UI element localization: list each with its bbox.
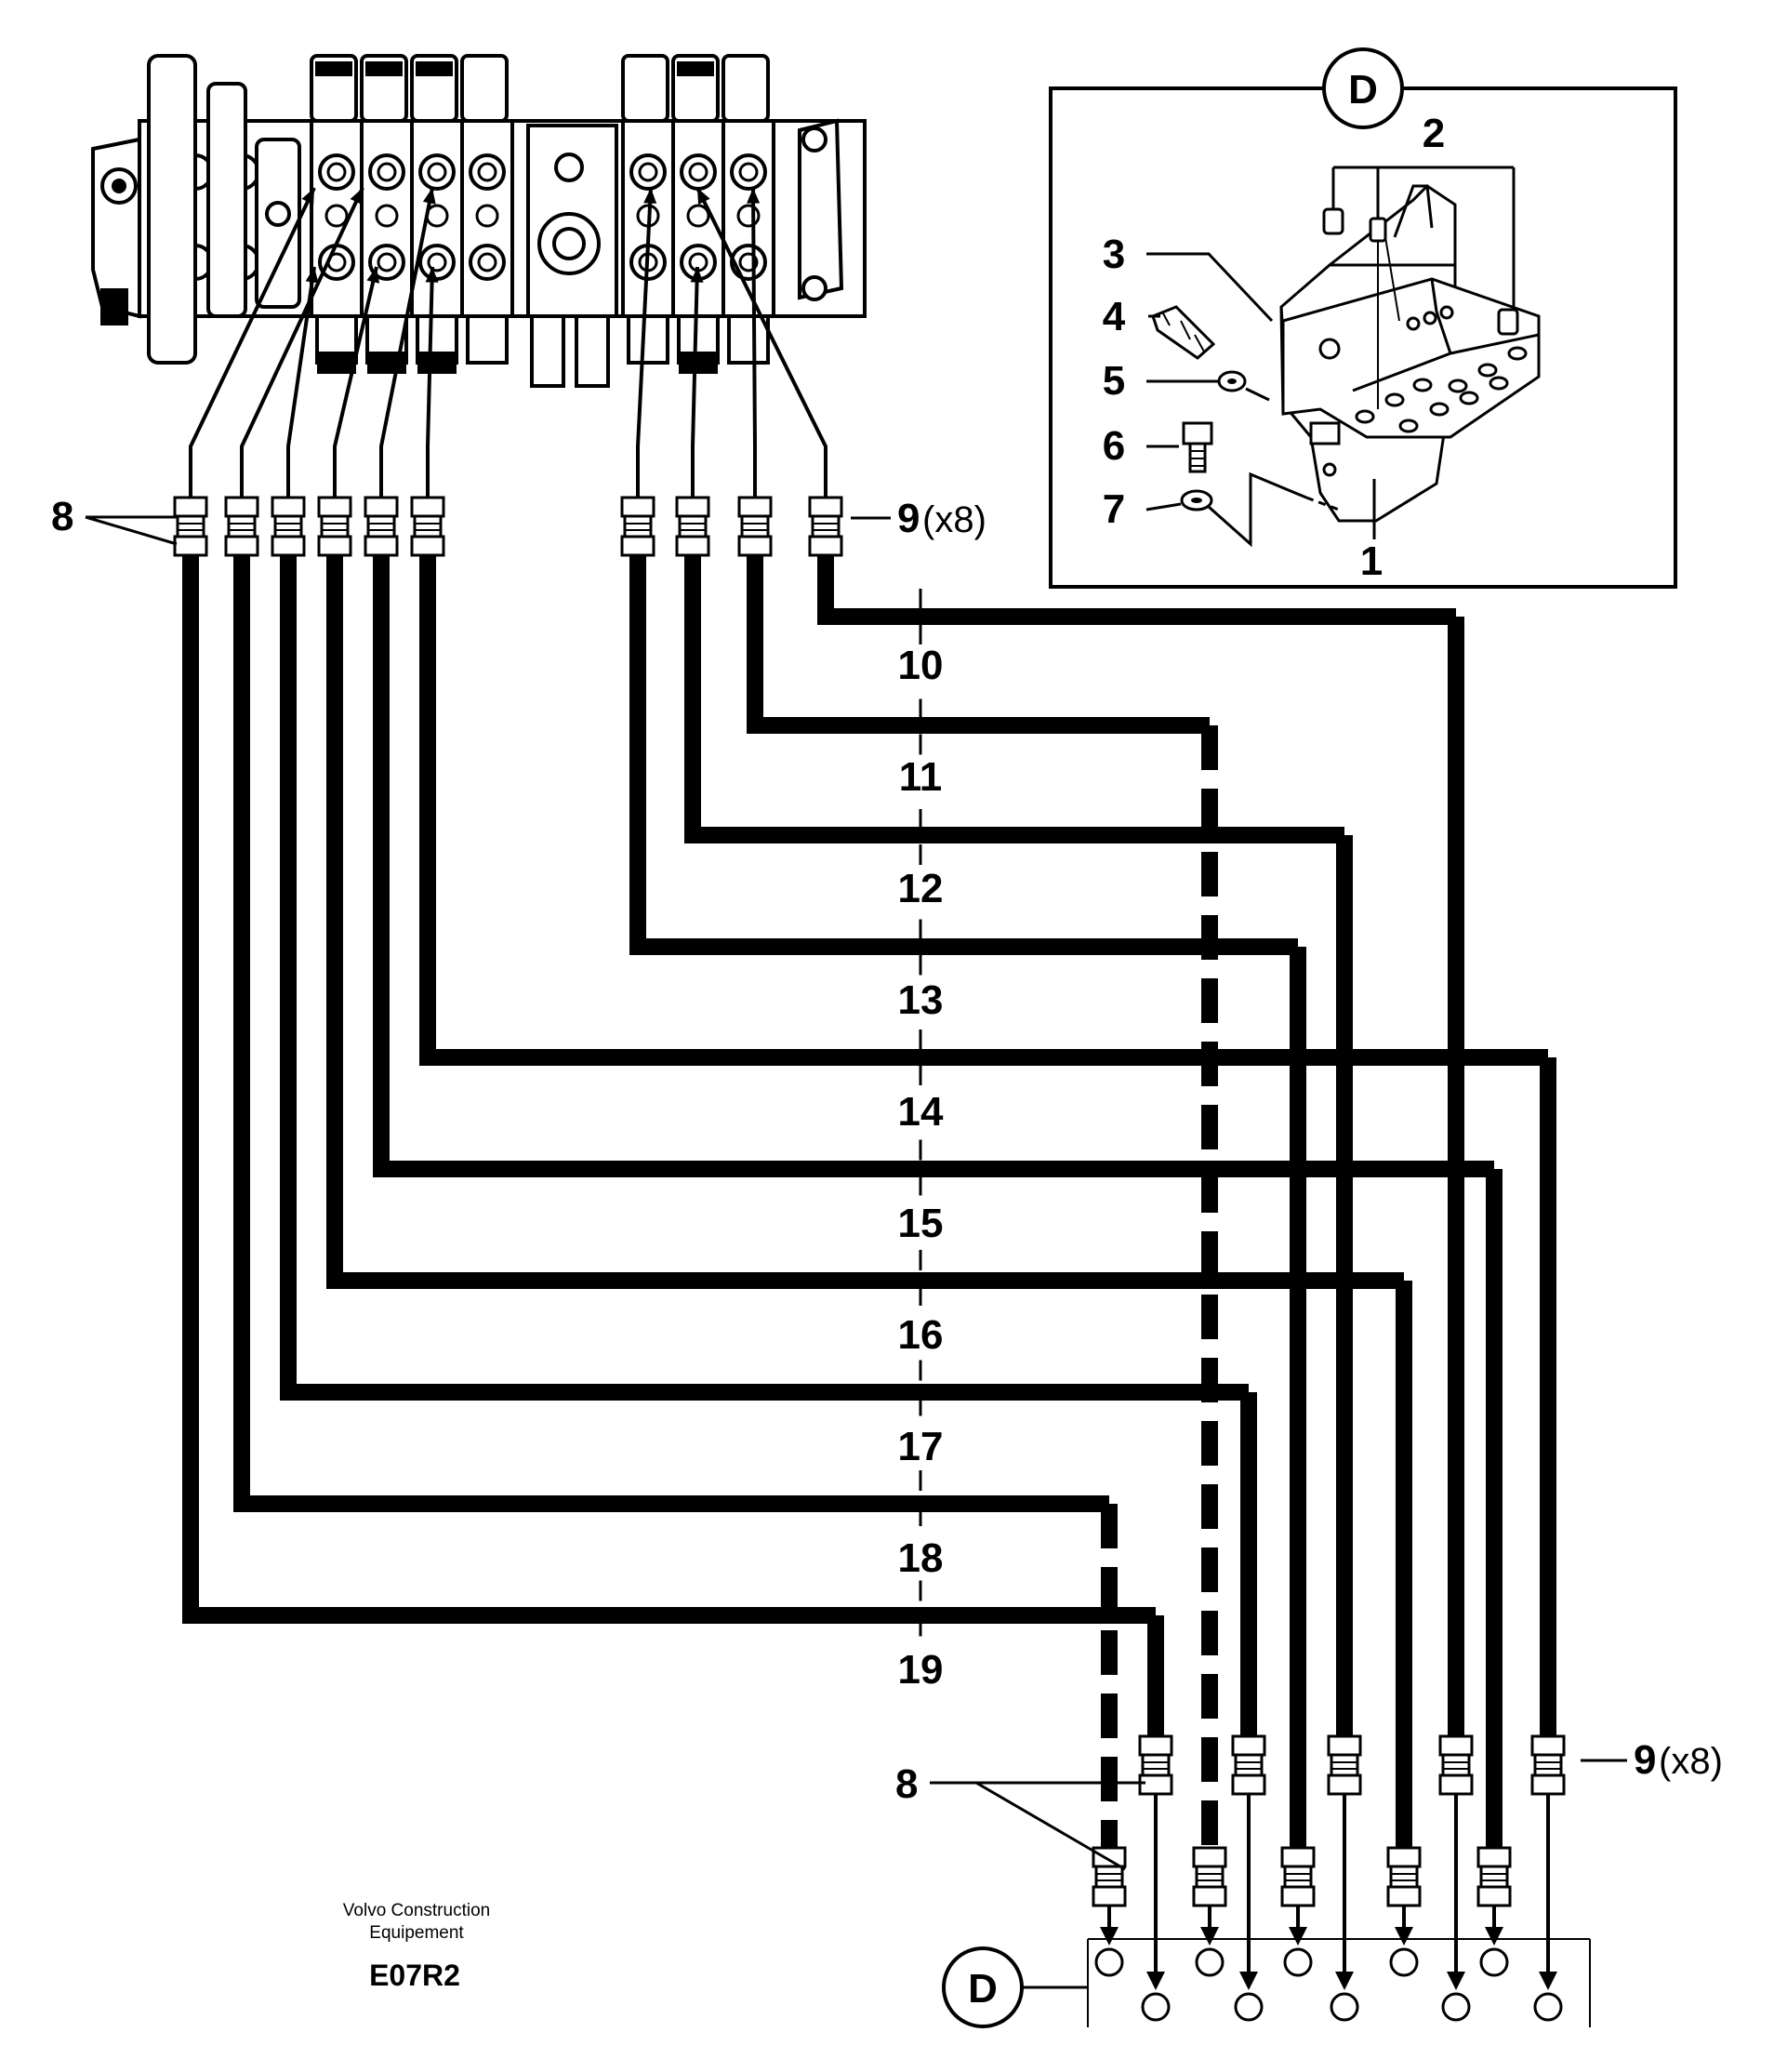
block-port [1533, 1992, 1563, 2022]
hose-line [280, 553, 1249, 1401]
connection-arrow [286, 266, 316, 498]
hose-fitting [1138, 1734, 1173, 1990]
hose-fitting [808, 496, 843, 557]
block-port [1330, 1992, 1359, 2022]
hose-number-label: 16 [898, 1312, 944, 1358]
hose-fitting [620, 496, 655, 557]
hose-fitting [1231, 1734, 1266, 1990]
label-detail-d-lower: D [968, 1966, 998, 2012]
label-fitting-8-lower: 8 [895, 1761, 918, 1807]
hose-fitting [271, 496, 306, 557]
block-port [1141, 1992, 1171, 2022]
hose-fitting [1092, 1846, 1127, 1946]
label-part-5: 5 [1103, 358, 1125, 404]
valve-section [310, 54, 364, 374]
connection-arrow [691, 266, 699, 498]
connection-arrow [695, 187, 827, 498]
hose-line [629, 553, 1298, 955]
label-part-4: 4 [1103, 294, 1126, 339]
bolt-icon [1182, 421, 1213, 473]
valve-section [671, 54, 725, 374]
hose-fitting [1386, 1846, 1422, 1946]
label-part-6: 6 [1103, 423, 1125, 469]
labels: 8 9 (x8) 8 9 (x8) D D 1 2 3 4 5 6 7 10 11… [51, 67, 1723, 2028]
hose-fitting [675, 496, 710, 557]
hose-fitting [173, 496, 208, 557]
connection-arrow [636, 187, 653, 498]
label-part-3: 3 [1103, 232, 1125, 277]
hose-fitting [410, 496, 445, 557]
valve-section [722, 54, 775, 365]
label-part-2: 2 [1423, 111, 1445, 156]
hose-number-label: 12 [898, 866, 944, 911]
hose-number-label: 14 [898, 1089, 944, 1135]
valve-section [460, 54, 514, 365]
hose-number-label: 11 [899, 754, 943, 800]
control-valve-block [91, 54, 867, 388]
block-port [1441, 1992, 1471, 2022]
label-detail-d-upper: D [1348, 67, 1378, 113]
distribution-block [1023, 1938, 1591, 2027]
drawing-code: E07R2 [369, 1959, 460, 1992]
hose-number-label: 10 [898, 643, 944, 688]
hose-line [326, 553, 1404, 1289]
hose-routes [182, 553, 1556, 1855]
hose-number-label: 18 [898, 1535, 944, 1581]
hose-number-label: 19 [898, 1647, 944, 1693]
hose-fitting [1280, 1846, 1316, 1946]
upper-fitting-row [173, 187, 843, 557]
valve-section [410, 54, 464, 374]
hose-fitting [737, 496, 773, 557]
hose-line [747, 553, 1210, 734]
label-fitting-9-qty-lower: (x8) [1659, 1741, 1723, 1782]
connection-arrow [333, 266, 378, 498]
label-fitting-9-qty-upper: (x8) [922, 499, 986, 540]
block-port [1479, 1947, 1509, 1977]
hose-line [182, 553, 1156, 1624]
detail-ref-circle [942, 1946, 1024, 2028]
detail-d-box [1049, 47, 1677, 589]
connection-arrow [379, 187, 434, 498]
block-port [1234, 1992, 1264, 2022]
block-port [1283, 1947, 1313, 1977]
hose-number-label: 13 [898, 977, 944, 1023]
credit-line-2: Equipement [369, 1923, 464, 1943]
connection-arrow [189, 187, 316, 498]
hose-line [419, 553, 1548, 1066]
block-port [1389, 1947, 1419, 1977]
label-fitting-8-upper: 8 [51, 494, 73, 539]
bolt-icon [1151, 305, 1216, 360]
hose-fitting [1530, 1734, 1566, 1990]
connection-arrow [751, 187, 757, 498]
hose-fitting [224, 496, 259, 557]
hose-fitting [317, 496, 352, 557]
hose-number-label: 15 [898, 1201, 944, 1246]
valve-section [360, 54, 414, 374]
label-part-7: 7 [1103, 486, 1125, 532]
hose-number-label: 17 [898, 1424, 944, 1469]
label-fitting-9-lower: 9 [1634, 1737, 1656, 1783]
connection-arrow [426, 266, 434, 498]
credit-line-1: Volvo Construction [343, 1901, 490, 1920]
hose-fitting [364, 496, 399, 557]
hose-line [233, 553, 1109, 1512]
label-fitting-9-upper: 9 [897, 496, 920, 541]
connection-arrow [240, 187, 364, 498]
hose-line [817, 553, 1456, 625]
hose-fitting [1438, 1734, 1474, 1990]
block-port [1094, 1947, 1124, 1977]
hose-line [684, 553, 1344, 843]
label-part-1: 1 [1360, 538, 1383, 584]
hose-fitting [1476, 1846, 1512, 1946]
hose-line [373, 553, 1494, 1177]
block-port [1195, 1947, 1225, 1977]
hose-fitting [1327, 1734, 1362, 1990]
lower-fitting-row [1092, 1734, 1566, 1990]
hose-fitting [1192, 1846, 1227, 1946]
